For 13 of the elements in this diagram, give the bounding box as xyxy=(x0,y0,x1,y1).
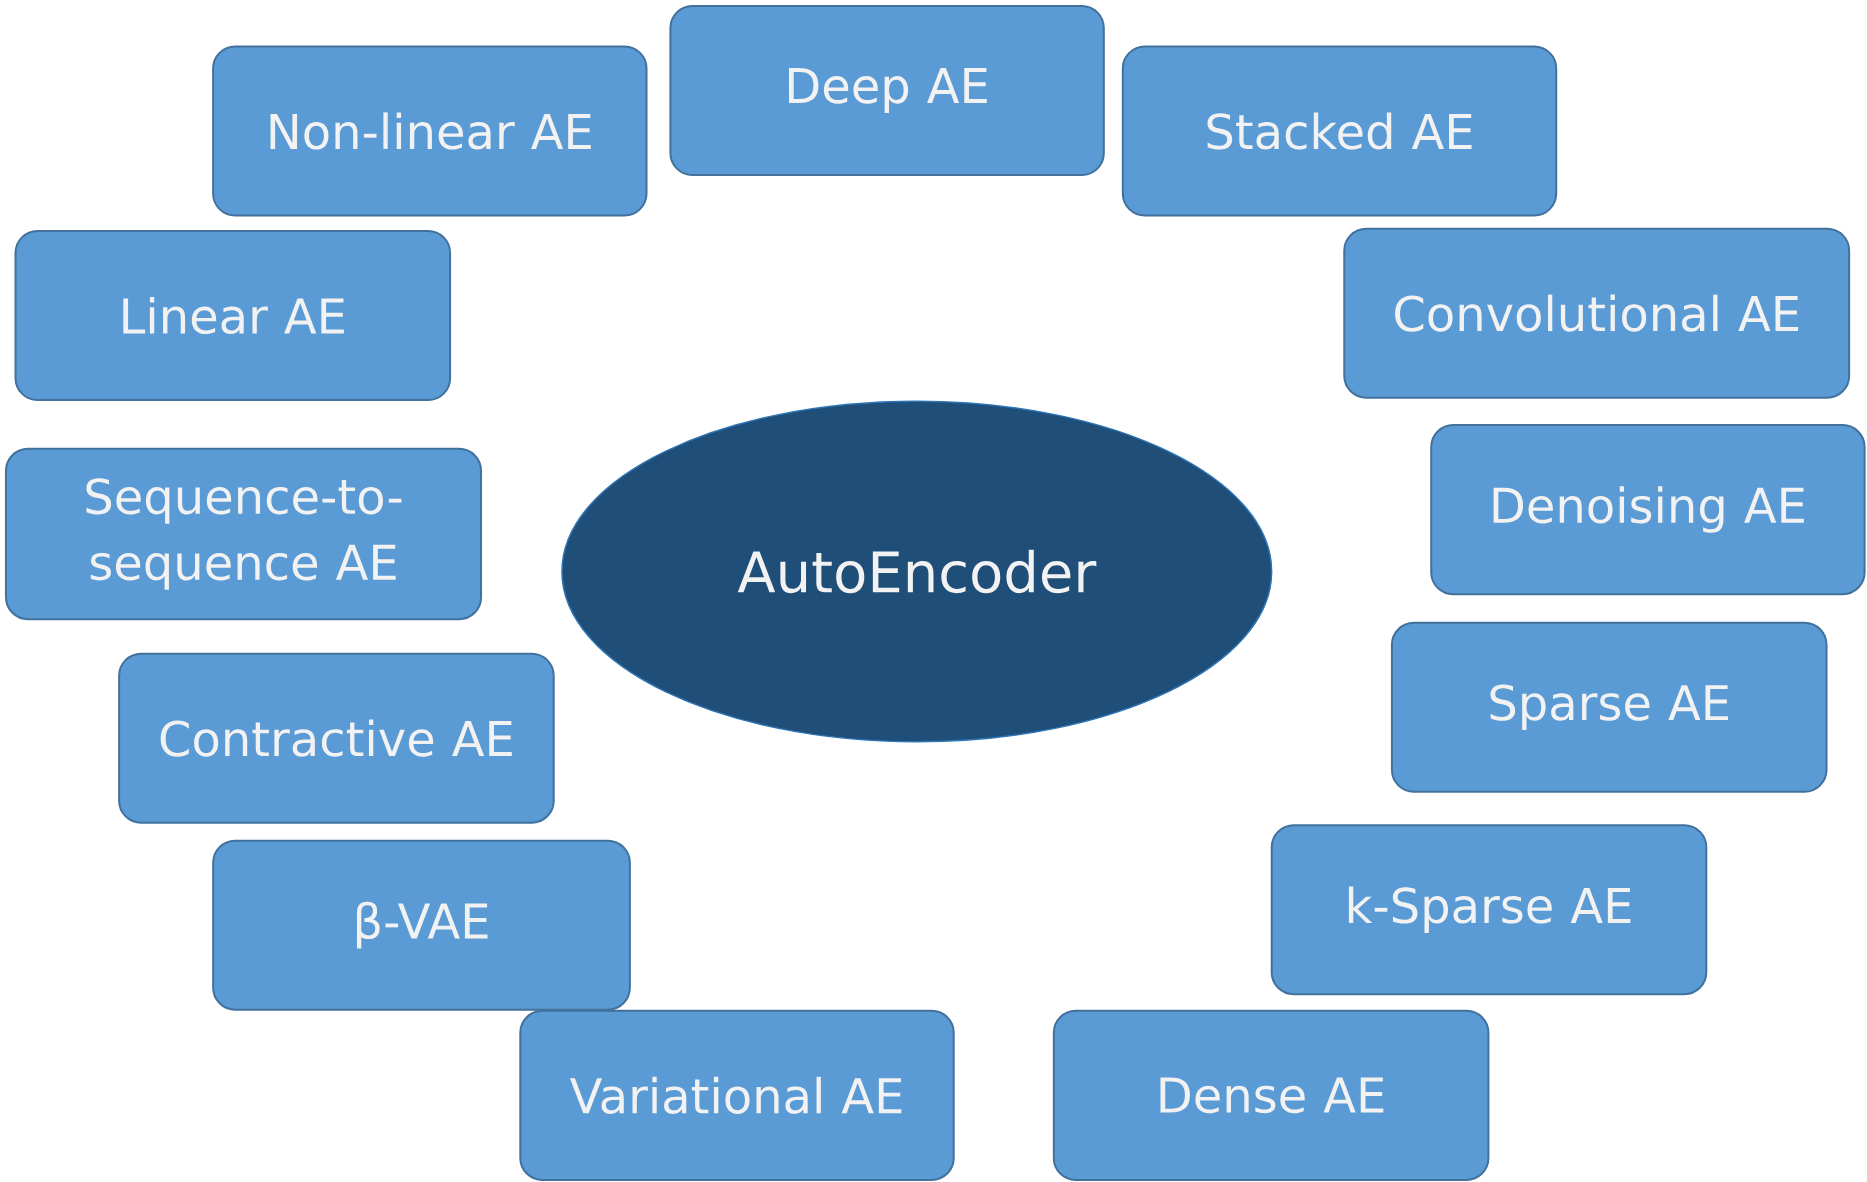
category-box: Non-linear AE xyxy=(212,45,648,217)
category-box: β-VAE xyxy=(212,839,631,1011)
category-box: Linear AE xyxy=(14,229,452,402)
category-box: Contractive AE xyxy=(118,652,555,824)
category-box: Stacked AE xyxy=(1121,45,1558,217)
category-box: Deep AE xyxy=(669,4,1105,177)
category-box: Denoising AE xyxy=(1430,424,1866,596)
category-box: Dense AE xyxy=(1052,1009,1490,1181)
category-box: Sequence-to-sequence AE xyxy=(4,447,483,621)
category-box: Variational AE xyxy=(519,1009,955,1181)
category-box: Sparse AE xyxy=(1390,621,1828,793)
category-box: Convolutional AE xyxy=(1343,227,1851,399)
category-box: k-Sparse AE xyxy=(1270,824,1708,996)
